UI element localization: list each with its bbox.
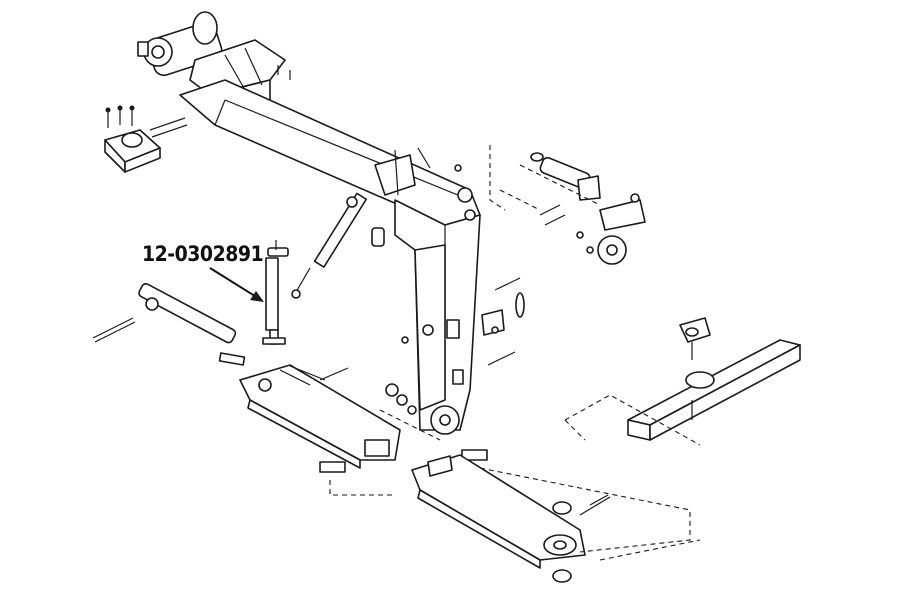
bolt-icon	[105, 105, 135, 128]
vertical-mast	[394, 187, 481, 435]
part-number-callout: 12-0302891	[142, 242, 264, 266]
main-boom	[179, 79, 481, 226]
side-cylinder	[92, 282, 246, 366]
cylinder-part	[262, 240, 289, 345]
lower-right-arm	[411, 454, 611, 583]
lower-left-arm	[239, 364, 401, 469]
bolt-icon	[277, 65, 609, 506]
callout-arrow	[209, 267, 264, 302]
roller-assembly	[530, 152, 646, 265]
pillow-block-mount	[104, 105, 188, 173]
lift-cylinder	[291, 192, 385, 299]
assembly-guide-lines	[329, 145, 701, 561]
drive-motor	[137, 11, 223, 77]
wear-pads	[319, 449, 488, 473]
cross-beam	[627, 317, 801, 441]
